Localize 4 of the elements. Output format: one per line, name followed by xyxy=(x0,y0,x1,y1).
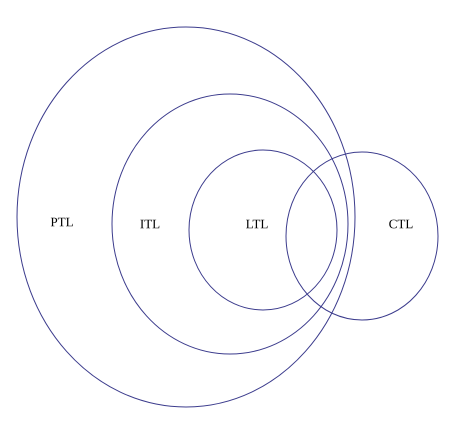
ellipse-label: CTL xyxy=(389,220,412,228)
ellipse-label: ITL xyxy=(140,220,160,228)
ellipse-label: PTL xyxy=(50,218,73,226)
ellipse-label: LTL xyxy=(246,220,268,228)
